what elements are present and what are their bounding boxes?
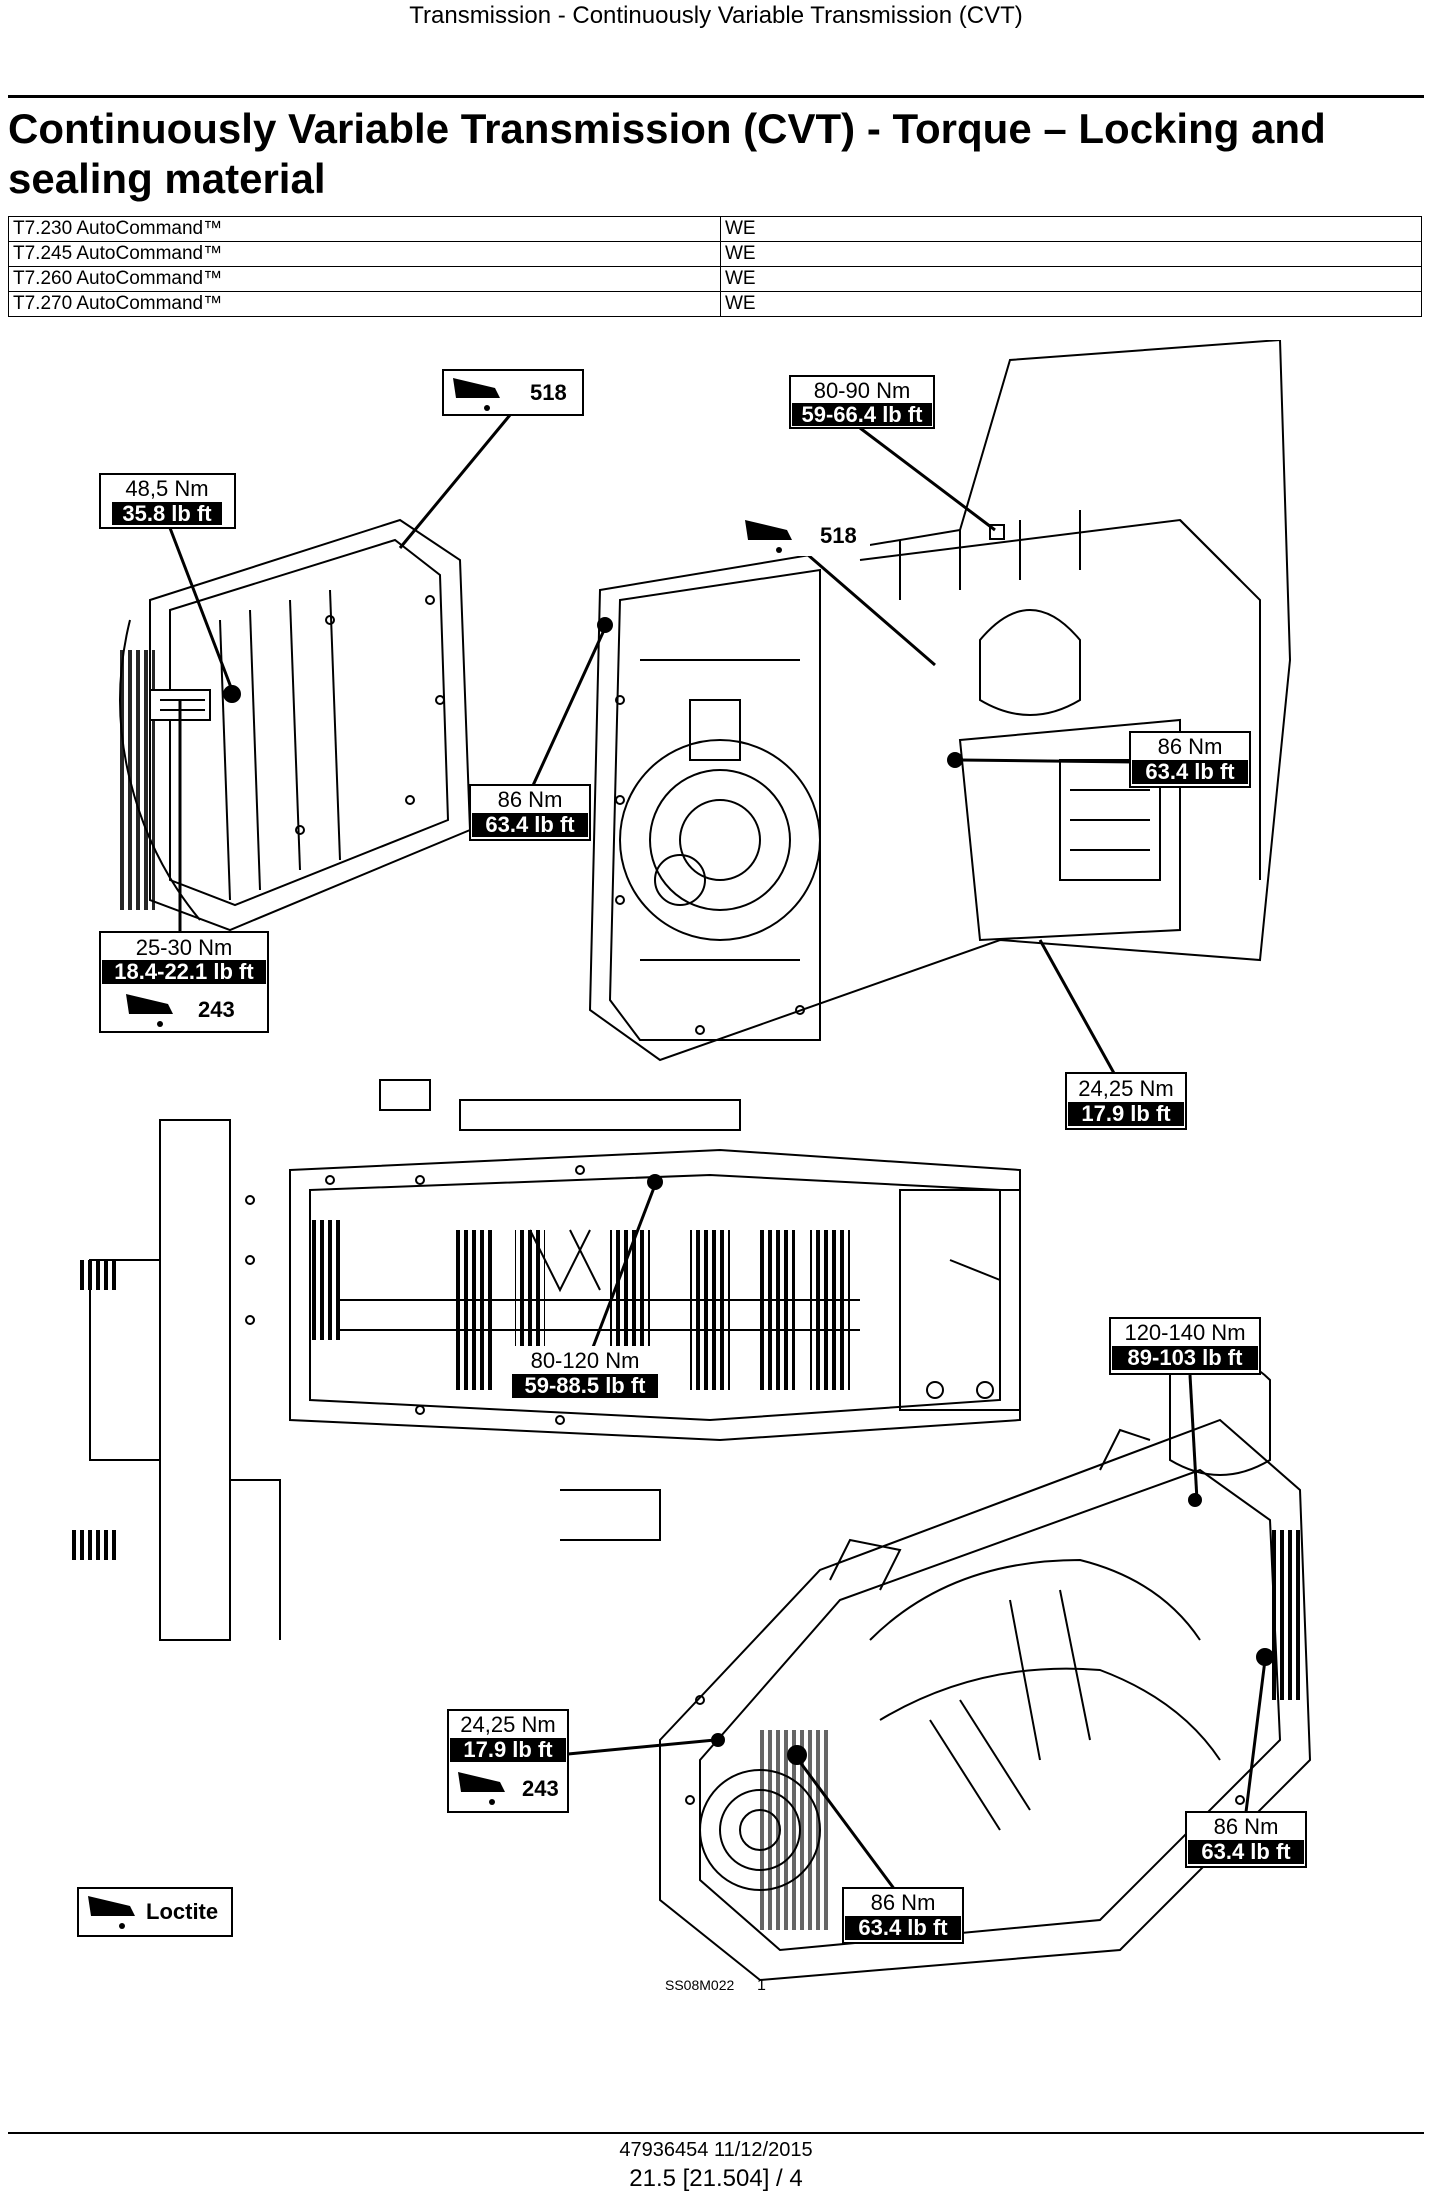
- torque-nm: 86 Nm: [498, 787, 563, 812]
- torque-lbft: 63.4 lb ft: [1201, 1839, 1291, 1864]
- loctite-tube-icon: [88, 1896, 135, 1916]
- region-cell: WE: [720, 291, 1422, 317]
- callout-loctite-518-b: 518: [735, 512, 870, 556]
- torque-nm: 24,25 Nm: [1078, 1076, 1173, 1101]
- callout-torque-48-5: 48,5 Nm 35.8 lb ft: [99, 473, 236, 529]
- section-view-drawing: [70, 1079, 1021, 1641]
- model-cell: T7.270 AutoCommand™: [8, 291, 721, 317]
- callout-torque-86-b: 86 Nm 63.4 lb ft: [1129, 731, 1251, 788]
- torque-nm: 80-90 Nm: [814, 378, 911, 403]
- torque-lbft: 59-88.5 lb ft: [524, 1373, 646, 1398]
- page-title: Continuously Variable Transmission (CVT)…: [8, 105, 1326, 202]
- footer-rule: [8, 2132, 1424, 2134]
- callout-code: 243: [198, 997, 235, 1022]
- torque-nm: 48,5 Nm: [125, 476, 208, 501]
- torque-lbft: 63.4 lb ft: [1145, 759, 1235, 784]
- running-header: Transmission - Continuously Variable Tra…: [409, 2, 1023, 29]
- callout-code: 243: [522, 1776, 559, 1801]
- callout-code: 518: [820, 523, 857, 548]
- torque-nm: 86 Nm: [871, 1890, 936, 1915]
- torque-nm: 24,25 Nm: [460, 1712, 555, 1737]
- torque-nm: 86 Nm: [1214, 1814, 1279, 1839]
- torque-lbft: 59-66.4 lb ft: [801, 402, 923, 427]
- loctite-tube-icon: [458, 1772, 505, 1792]
- torque-lbft: 17.9 lb ft: [1081, 1101, 1171, 1126]
- torque-nm: 25-30 Nm: [136, 935, 233, 960]
- loctite-tube-icon: [745, 520, 792, 540]
- torque-nm: 80-120 Nm: [531, 1348, 640, 1373]
- model-cell: T7.260 AutoCommand™: [8, 266, 721, 292]
- torque-lbft: 63.4 lb ft: [858, 1915, 948, 1940]
- page-number: 21.5 [21.504] / 4: [629, 2165, 803, 2192]
- figure-ref: SS08M022: [665, 1977, 734, 1993]
- leader-lines: [168, 414, 1267, 1891]
- callout-torque-80-120: 80-120 Nm 59-88.5 lb ft: [510, 1346, 660, 1402]
- torque-lbft: 63.4 lb ft: [485, 812, 575, 837]
- figure-number: 1: [757, 1977, 766, 1994]
- legend-label: Loctite: [146, 1899, 218, 1924]
- loctite-legend: Loctite: [77, 1887, 233, 1937]
- torque-lbft: 89-103 lb ft: [1128, 1345, 1244, 1370]
- callout-torque-24-25-a: 24,25 Nm 17.9 lb ft: [1065, 1072, 1187, 1130]
- model-cell: T7.245 AutoCommand™: [8, 241, 721, 267]
- region-cell: WE: [720, 216, 1422, 242]
- cvt-unit-drawing: [659, 1356, 1312, 1982]
- callout-torque-86-c: 86 Nm 63.4 lb ft: [1185, 1811, 1307, 1868]
- callout-torque-86-a: 86 Nm 63.4 lb ft: [469, 784, 591, 841]
- loctite-tube-icon: [126, 994, 173, 1014]
- header-rule: [8, 95, 1424, 98]
- torque-lbft: 18.4-22.1 lb ft: [114, 959, 254, 984]
- callout-torque-24-25-b: 24,25 Nm 17.9 lb ft 243: [447, 1709, 569, 1813]
- torque-lbft: 17.9 lb ft: [463, 1737, 553, 1762]
- callout-code: 518: [530, 380, 567, 405]
- torque-nm: 120-140 Nm: [1124, 1320, 1245, 1345]
- model-cell: T7.230 AutoCommand™: [8, 216, 721, 242]
- region-cell: WE: [720, 241, 1422, 267]
- doc-number: 47936454 11/12/2015: [619, 2139, 813, 2161]
- torque-nm: 86 Nm: [1158, 734, 1223, 759]
- callout-loctite-518-a: 518: [442, 369, 584, 416]
- callout-torque-120-140: 120-140 Nm 89-103 lb ft: [1109, 1317, 1261, 1375]
- callout-torque-25-30: 25-30 Nm 18.4-22.1 lb ft 243: [99, 931, 269, 1033]
- transmission-diagram: 518 80-90 Nm 59-66.4 lb ft 48,5 Nm 35.8 …: [70, 340, 1312, 1994]
- torque-lbft: 35.8 lb ft: [122, 501, 212, 526]
- region-cell: WE: [720, 266, 1422, 292]
- callout-torque-86-d: 86 Nm 63.4 lb ft: [842, 1887, 964, 1944]
- side-cover-drawing: [119, 518, 472, 932]
- callout-torque-80-90: 80-90 Nm 59-66.4 lb ft: [789, 375, 935, 429]
- loctite-tube-icon: [453, 378, 500, 398]
- main-housing-drawing: [588, 340, 1292, 1062]
